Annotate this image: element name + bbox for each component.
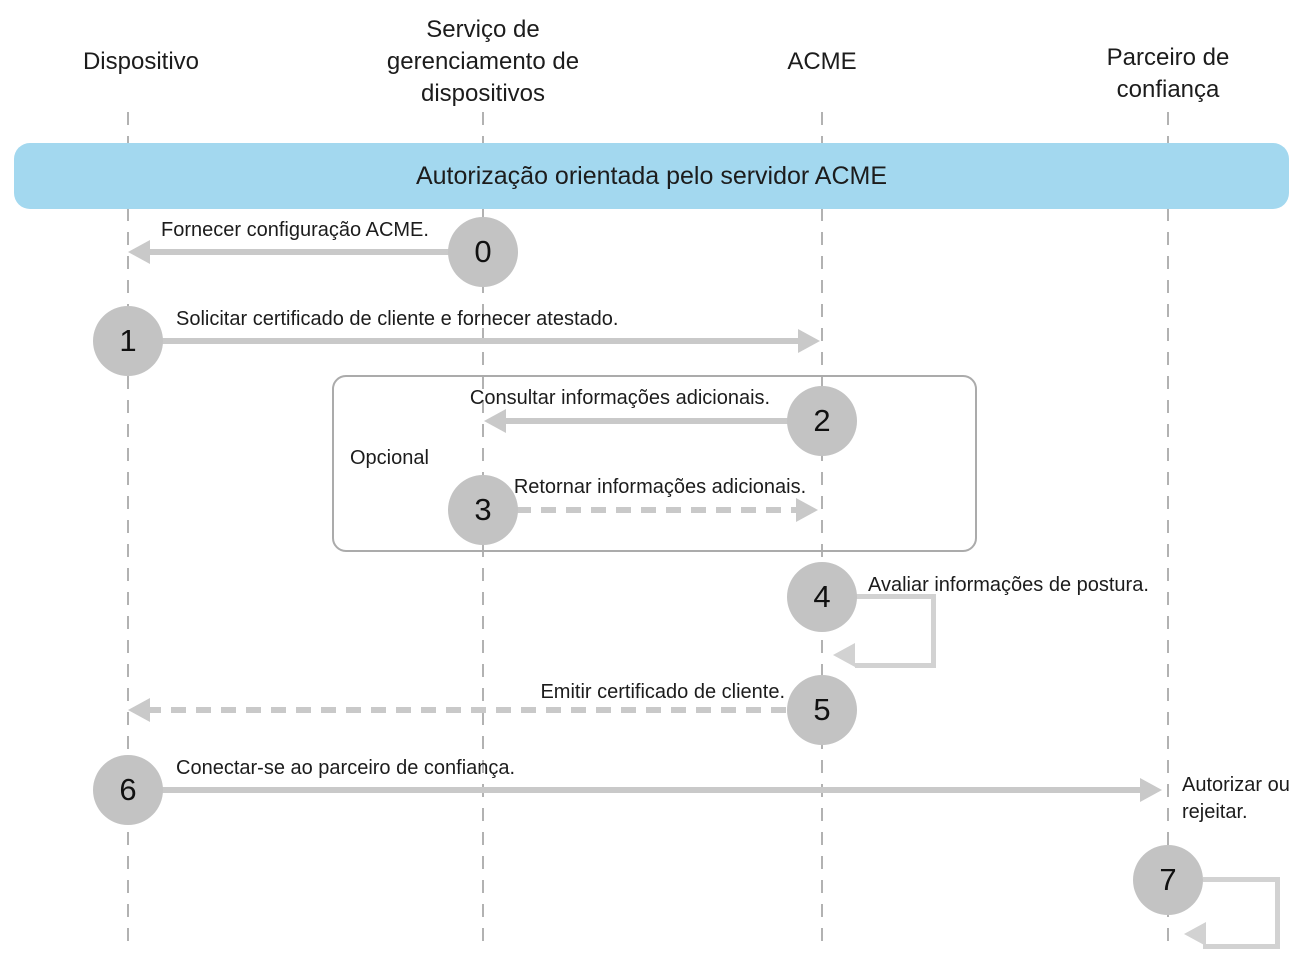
step-5-arrow-line — [146, 707, 790, 713]
step-6-arrow-line — [158, 787, 1142, 793]
banner-title: Autorização orientada pelo servidor ACME — [415, 161, 888, 190]
step-4-self-loop — [855, 594, 936, 668]
step-6-label: Conectar-se ao parceiro de confiança. — [176, 757, 516, 779]
step-0-arrowhead-left-icon — [128, 240, 150, 264]
step-5-circle: 5 — [787, 675, 857, 745]
actor-label-parceiro: Parceiro de confiança — [1106, 44, 1230, 103]
step-4-circle: 4 — [787, 562, 857, 632]
step-2-circle: 2 — [787, 386, 857, 456]
step-7-circle: 7 — [1133, 845, 1203, 915]
authorize-reject-annotation: Autorizar ou rejeitar. — [1182, 774, 1290, 823]
step-0-arrow-line — [146, 249, 450, 255]
title-banner: Autorização orientada pelo servidor ACME — [14, 143, 1289, 209]
optional-label: Opcional — [350, 447, 429, 469]
step-3-arrow-line — [516, 507, 798, 513]
step-7-arrowhead-left-icon — [1184, 922, 1206, 946]
step-5-label: Emitir certificado de cliente. — [540, 681, 785, 703]
lifeline-parceiro — [1167, 112, 1169, 948]
optional-group-box — [332, 375, 977, 552]
step-6-arrowhead-right-icon — [1140, 778, 1162, 802]
actor-label-dispositivo: Dispositivo — [82, 48, 200, 75]
step-4-arrowhead-left-icon — [833, 643, 855, 667]
step-5-arrowhead-left-icon — [128, 698, 150, 722]
step-0-label: Fornecer configuração ACME. — [161, 219, 429, 241]
step-3-arrowhead-right-icon — [796, 498, 818, 522]
step-1-label: Solicitar certificado de cliente e forne… — [176, 308, 619, 330]
step-3-label: Retornar informações adicionais. — [513, 476, 807, 498]
actor-label-mdm: Serviço de gerenciamento de dispositivos — [386, 16, 580, 107]
step-2-label: Consultar informações adicionais. — [469, 387, 771, 409]
step-4-label: Avaliar informações de postura. — [868, 574, 1149, 596]
step-2-arrow-line — [504, 418, 790, 424]
step-0-circle: 0 — [448, 217, 518, 287]
step-1-arrow-line — [158, 338, 800, 344]
step-1-circle: 1 — [93, 306, 163, 376]
step-2-arrowhead-left-icon — [484, 409, 506, 433]
step-6-circle: 6 — [93, 755, 163, 825]
lifeline-acme — [821, 112, 823, 948]
step-1-arrowhead-right-icon — [798, 329, 820, 353]
lifeline-dispositivo — [127, 112, 129, 948]
step-7-self-loop — [1203, 877, 1280, 949]
step-3-circle: 3 — [448, 475, 518, 545]
actor-label-acme: ACME — [787, 48, 857, 75]
